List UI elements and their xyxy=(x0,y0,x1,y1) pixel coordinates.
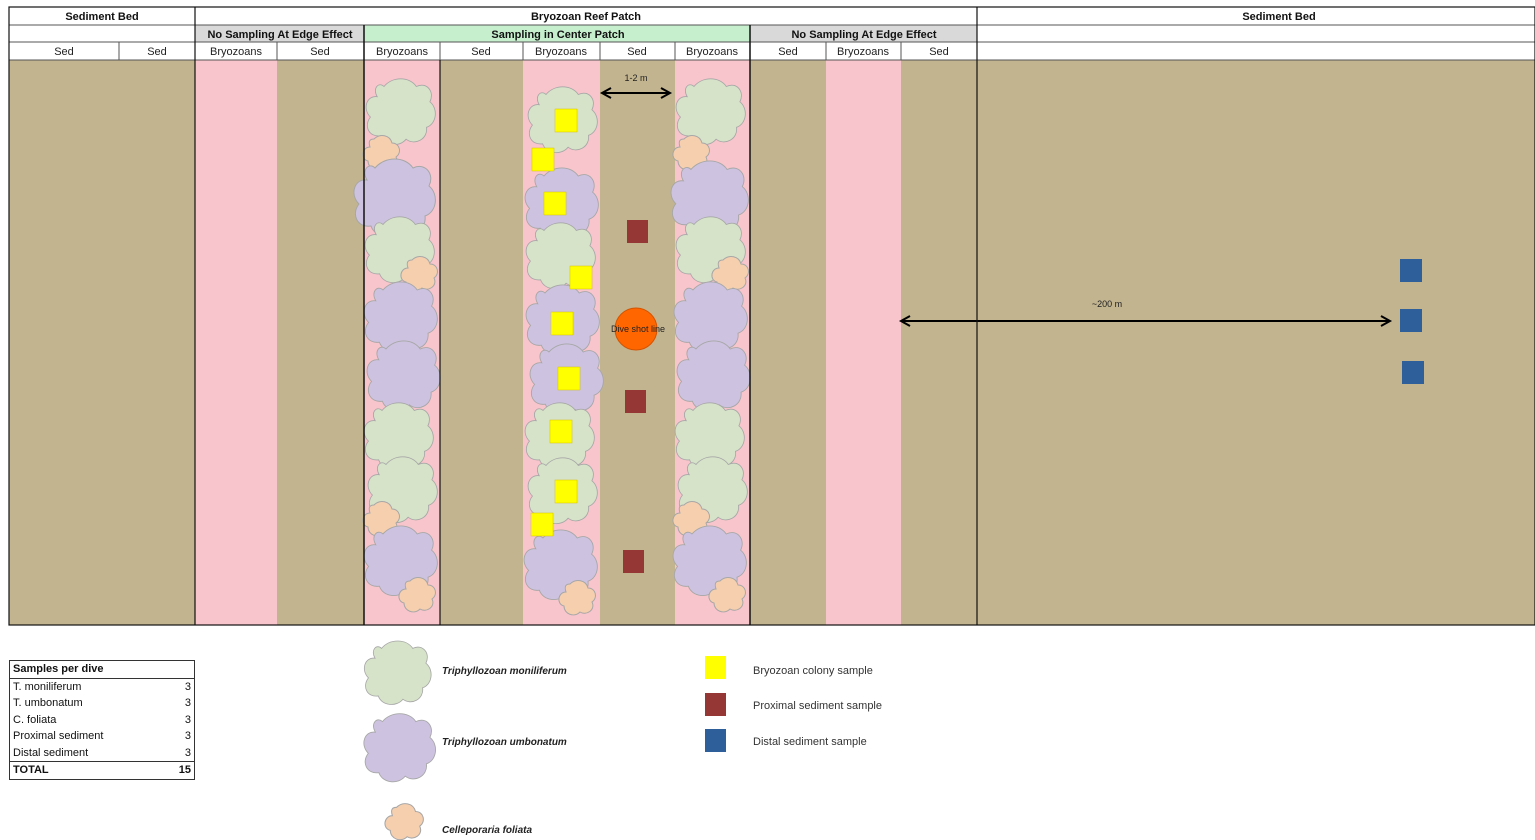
proximal-sample-marker xyxy=(627,220,648,243)
colony-sample-marker xyxy=(530,512,554,537)
lane-label: Sed xyxy=(627,46,647,58)
t-umbonatum-colony xyxy=(676,340,751,412)
distal-sample-marker xyxy=(1400,309,1422,332)
row-label: C. foliata xyxy=(9,711,168,728)
lane-sed-edge-right xyxy=(750,60,826,625)
proximal-sample-marker xyxy=(625,390,646,413)
header-no-sampling-right: No Sampling At Edge Effect xyxy=(791,29,936,41)
total-label: TOTAL xyxy=(9,761,168,780)
spacing-label: 1-2 m xyxy=(624,73,647,83)
total-value: 15 xyxy=(168,761,195,780)
colony-sample-marker xyxy=(557,366,581,391)
colony-samples xyxy=(530,108,593,537)
legend-proximal-sample: Proximal sediment sample xyxy=(753,700,882,712)
legend-samples: Bryozoan colony sample Proximal sediment… xyxy=(705,656,882,752)
table-row: T. umbonatum 3 xyxy=(9,695,195,712)
proximal-samples xyxy=(623,220,648,573)
row-label: T. moniliferum xyxy=(9,678,168,695)
header-no-sampling-left: No Sampling At Edge Effect xyxy=(207,29,352,41)
row-value: 3 xyxy=(168,711,195,728)
legend-species: Triphyllozoan moniliferum Triphyllozoan … xyxy=(363,640,567,840)
row-value: 3 xyxy=(168,744,195,762)
colony-sample-marker xyxy=(554,479,578,504)
lane-label: Bryozoans xyxy=(376,46,428,58)
lane-sed-edge-left xyxy=(277,60,364,625)
distal-sample-marker xyxy=(1402,361,1424,384)
t-moniliferum-colony xyxy=(365,78,436,146)
colony-sample-marker xyxy=(543,191,567,216)
lane-label: Bryozoans xyxy=(210,46,262,58)
distance-label: ~200 m xyxy=(1092,299,1122,309)
sediment-bed-right xyxy=(977,60,1535,625)
distal-sample-marker xyxy=(1400,259,1422,282)
edge-header-bg-left xyxy=(195,25,364,42)
distal-samples xyxy=(1400,259,1424,384)
lane-label: Bryozoans xyxy=(837,46,889,58)
legend-distal-sample: Distal sediment sample xyxy=(753,736,867,748)
lane-label: Sed xyxy=(778,46,798,58)
lane-bryozoans-edge-left xyxy=(195,60,277,625)
lane-sed-edge-right-2 xyxy=(901,60,977,625)
edge-header-bg-right xyxy=(750,25,977,42)
table-row: T. moniliferum 3 xyxy=(9,678,195,695)
t-moniliferum-legend-icon xyxy=(363,640,432,705)
center-header-bg xyxy=(364,25,750,42)
header: Sediment Bed Bryozoan Reef Patch Sedimen… xyxy=(9,6,1535,61)
legend-t-umbonatum: Triphyllozoan umbonatum xyxy=(442,737,567,748)
table-total-row: TOTAL 15 xyxy=(9,761,195,780)
lane-sed-1 xyxy=(440,60,523,625)
grid-lines xyxy=(8,6,1535,626)
spacing-arrow xyxy=(599,87,673,99)
distal-sample-legend-icon xyxy=(705,729,726,752)
lane-label: Sed xyxy=(147,46,167,58)
legend-colony-sample: Bryozoan colony sample xyxy=(753,665,873,677)
table-row: Distal sediment 3 xyxy=(9,744,195,762)
colony-sample-marker xyxy=(554,108,578,133)
lane-backgrounds xyxy=(9,60,1535,625)
colony-sample-marker xyxy=(569,265,593,290)
header-sediment-bed-left: Sediment Bed xyxy=(65,11,138,23)
lane-bryozoans-edge-right xyxy=(826,60,901,625)
t-moniliferum-colony xyxy=(675,78,746,146)
header-bryozoan-reef-patch: Bryozoan Reef Patch xyxy=(531,11,641,23)
colony-sample-marker xyxy=(549,419,573,444)
distance-arrow xyxy=(898,315,1393,327)
row-label: Proximal sediment xyxy=(9,728,168,745)
t-umbonatum-colony xyxy=(366,340,441,412)
table-row: Proximal sediment 3 xyxy=(9,728,195,745)
proximal-sample-legend-icon xyxy=(705,693,726,716)
dive-shot-line-marker xyxy=(614,307,658,351)
lane-label: Bryozoans xyxy=(535,46,587,58)
colony-sample-marker xyxy=(531,147,555,172)
row-label: T. umbonatum xyxy=(9,695,168,712)
row-value: 3 xyxy=(168,678,195,695)
table-header-row: Samples per dive xyxy=(9,660,195,679)
sediment-bed-left xyxy=(9,60,195,625)
legend-t-moniliferum: Triphyllozoan moniliferum xyxy=(442,666,567,677)
table-row: C. foliata 3 xyxy=(9,711,195,728)
legend-c-foliata: Celleporaria foliata xyxy=(442,825,532,836)
colony-sample-marker xyxy=(550,311,574,336)
lane-label: Bryozoans xyxy=(686,46,738,58)
lane-label: Sed xyxy=(310,46,330,58)
t-umbonatum-legend-icon xyxy=(363,713,436,783)
row-value: 3 xyxy=(168,728,195,745)
row-value: 3 xyxy=(168,695,195,712)
lane-label: Sed xyxy=(471,46,491,58)
colony-sample-legend-icon xyxy=(705,656,726,679)
lane-label: Sed xyxy=(54,46,74,58)
proximal-sample-marker xyxy=(623,550,644,573)
header-sampling-center: Sampling in Center Patch xyxy=(491,29,625,41)
header-sediment-bed-right: Sediment Bed xyxy=(1242,11,1315,23)
table-title: Samples per dive xyxy=(9,660,195,679)
dive-shot-line-label: Dive shot line xyxy=(611,324,665,334)
samples-per-dive-table: Samples per dive T. moniliferum 3 T. umb… xyxy=(9,660,195,780)
lane-label: Sed xyxy=(929,46,949,58)
row-label: Distal sediment xyxy=(9,744,168,762)
c-foliata-legend-icon xyxy=(384,803,424,840)
